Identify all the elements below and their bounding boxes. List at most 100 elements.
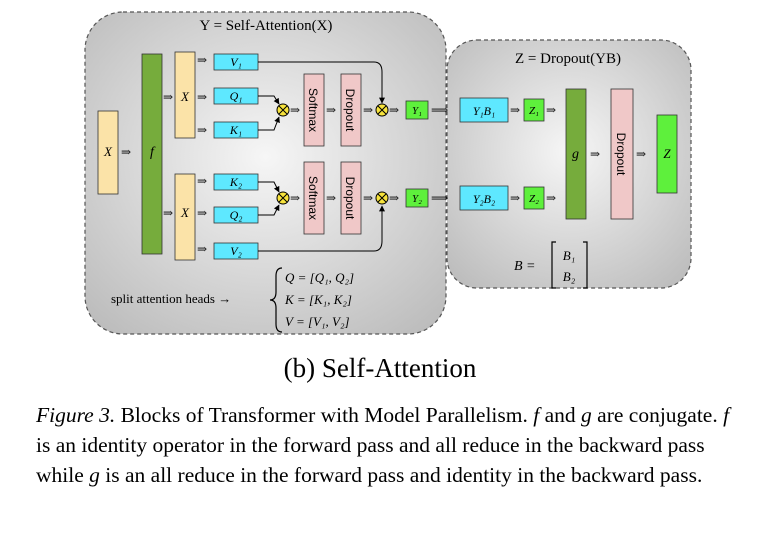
caption-text: are conjugate.: [591, 403, 724, 427]
z-output-label: Z: [663, 146, 671, 161]
figure-caption: Figure 3. Blocks of Transformer with Mod…: [36, 400, 736, 490]
softmax2-label: Softmax: [306, 176, 320, 220]
v2-label: V₂: [230, 244, 242, 258]
x-head1-box: [174, 51, 196, 139]
arrow-glyph: ⇒: [546, 191, 556, 205]
v1-label: V₁: [230, 55, 242, 69]
b-equals: B =: [514, 259, 536, 274]
caption-text: Blocks of Transformer with Model Paralle…: [115, 403, 534, 427]
caption-symbol-f: f: [533, 403, 540, 427]
y1-box: [405, 100, 429, 120]
curly-brace: [269, 267, 283, 333]
mul2-cross: [278, 193, 288, 203]
z1-label: Z₁: [529, 105, 539, 117]
arrow-glyph: ⇒: [163, 90, 173, 104]
v1-to-mul3-arrow: [258, 61, 385, 104]
arrow-glyph: ⇒: [636, 147, 646, 161]
self-attention-title: Y = Self-Attention(X): [200, 18, 333, 34]
k1-label: K₁: [229, 123, 242, 137]
arrow-glyph: ⇒: [546, 103, 556, 117]
softmax1-box: [303, 73, 325, 147]
q2-to-mul2-arrow: [258, 204, 280, 216]
z2-label: Z₂: [529, 193, 539, 205]
q1-to-mul1-arrow: [258, 95, 280, 105]
arrow-glyph: ⇒: [290, 103, 300, 117]
arrow-glyph: ⇒: [197, 206, 207, 220]
arrow-glyph: ⇒: [197, 123, 207, 137]
y1-label: Y₁: [412, 105, 422, 117]
arrow-glyph: ⇒: [363, 103, 373, 117]
subcaption: (b) Self-Attention: [283, 353, 477, 383]
caption-symbol-g: g: [581, 403, 592, 427]
f-operator-box: [141, 53, 163, 255]
b-bracket-left: [551, 241, 556, 289]
arrow-glyph: ⇒: [510, 103, 520, 117]
arrow-glyph: ⇒: [590, 147, 600, 161]
dropout1-box: [340, 73, 362, 147]
arrow-glyph: ⇒: [197, 90, 207, 104]
k1-to-mul1-arrow: [258, 116, 280, 131]
mul4-cross: [377, 193, 387, 203]
q1-label: Q₁: [230, 89, 243, 103]
x-head2-box: [174, 173, 196, 261]
caption-figure-label: Figure 3.: [36, 403, 116, 427]
y2b2-label: Y₂B₂: [473, 192, 495, 206]
arrow-glyph: ⇒: [197, 174, 207, 188]
self-attention-panel: [84, 11, 447, 335]
y2-box: [405, 188, 429, 208]
y2-label: Y₂: [412, 193, 422, 205]
caption-symbol-f: f: [723, 403, 730, 427]
b-bracket-right: [583, 241, 588, 289]
arrow-glyph: ⟹: [431, 103, 448, 117]
arrow-glyph: ⟹: [431, 191, 448, 205]
y1b1-label: Y₁B₁: [473, 104, 495, 118]
arrow-glyph: ⇒: [163, 206, 173, 220]
g-operator-box: [565, 88, 587, 220]
mul1-cross: [278, 105, 288, 115]
arrow-glyph: ⇒: [389, 191, 399, 205]
input-x-label: X: [103, 144, 113, 159]
arrow-glyph: ⇒: [326, 103, 336, 117]
eq-v: V = [V₁, V₂]: [285, 314, 350, 329]
k2-label: K₂: [229, 175, 242, 189]
transformer-diagram: Y = Self-Attention(X) Z = Dropout(YB) X …: [84, 11, 692, 335]
z2-box: [523, 186, 545, 210]
arrow-glyph: ⇒: [510, 191, 520, 205]
arrow-glyph: ⇒: [197, 53, 207, 67]
k2-to-mul2-arrow: [258, 181, 280, 193]
f-operator-label: f: [150, 145, 156, 160]
v2-to-mul4-arrow: [258, 205, 385, 252]
y2b2-box: [459, 185, 509, 211]
mul3-cross: [377, 105, 387, 115]
dropout2-box: [340, 161, 362, 235]
dropout3-label: Dropout: [614, 133, 628, 176]
x-head2-label: X: [180, 205, 190, 220]
eq-k: K = [K₁, K₂]: [284, 292, 352, 307]
dropout3-box: [610, 88, 634, 220]
z-output-box: [656, 114, 678, 194]
arrow-glyph: ⇒: [326, 191, 336, 205]
caption-text: is an identity operator in the forward p…: [36, 433, 705, 487]
b1-entry: B₁: [563, 248, 575, 263]
eq-q: Q = [Q₁, Q₂]: [285, 270, 354, 285]
arrow-glyph: ⇒: [197, 242, 207, 256]
input-x-box: [97, 110, 119, 195]
split-heads-label: split attention heads →: [111, 291, 231, 306]
caption-symbol-g: g: [89, 463, 100, 487]
dropout2-label: Dropout: [343, 177, 357, 220]
dropout-title: Z = Dropout(YB): [515, 51, 621, 67]
arrow-glyph: ⇒: [290, 191, 300, 205]
softmax2-box: [303, 161, 325, 235]
caption-text: and: [539, 403, 582, 427]
dropout1-label: Dropout: [343, 89, 357, 132]
arrow-glyph: ⇒: [121, 145, 131, 159]
arrow-glyph: ⇒: [389, 103, 399, 117]
b2-entry: B₂: [563, 269, 576, 284]
q2-label: Q₂: [230, 208, 243, 222]
arrow-glyph: ⇒: [363, 191, 373, 205]
caption-text: is an all reduce in the forward pass and…: [99, 463, 703, 487]
y1b1-box: [459, 97, 509, 123]
g-operator-label: g: [572, 147, 579, 162]
softmax1-label: Softmax: [306, 88, 320, 132]
x-head1-label: X: [180, 89, 190, 104]
